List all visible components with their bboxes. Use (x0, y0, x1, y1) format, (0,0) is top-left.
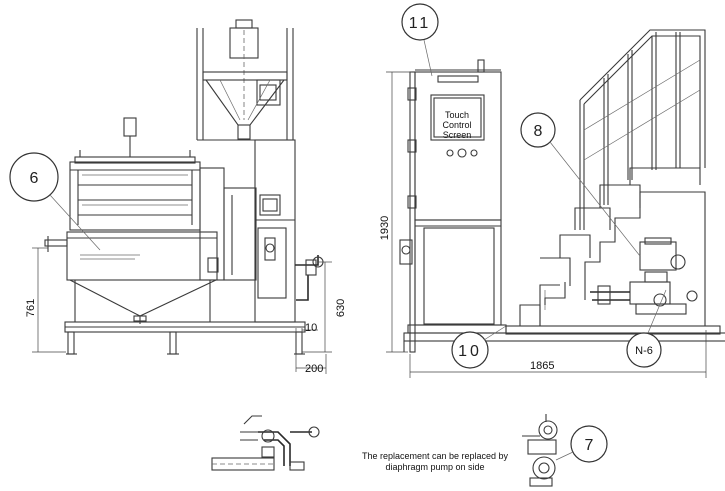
callout-6: 6 (9, 152, 101, 251)
svg-text:11: 11 (409, 15, 432, 32)
svg-text:7: 7 (585, 437, 594, 454)
screen-line-3: Screen (443, 130, 472, 140)
stair-platform (505, 29, 721, 335)
svg-text:200: 200 (305, 363, 323, 375)
pipe-detail-left (211, 415, 320, 471)
svg-text:1865: 1865 (530, 360, 554, 372)
dimension-10: 10 (295, 322, 318, 372)
dimension-200: 200 (296, 354, 327, 375)
svg-text:10: 10 (305, 322, 317, 334)
svg-text:761: 761 (25, 299, 37, 317)
svg-text:1930: 1930 (379, 216, 391, 240)
dimension-630: 630 (302, 261, 347, 353)
dimension-761: 761 (25, 247, 66, 353)
callout-8: 8 (520, 112, 641, 257)
dimension-1930: 1930 (379, 71, 412, 353)
svg-text:630: 630 (335, 299, 347, 317)
svg-text:6: 6 (30, 170, 39, 187)
note-line-1: The replacement can be replaced by (361, 451, 509, 461)
dimension-1865: 1865 (409, 330, 707, 378)
svg-text:N-6: N-6 (635, 345, 653, 357)
svg-text:10: 10 (458, 343, 482, 360)
replacement-note: The replacement can be replaced by diaph… (330, 451, 540, 473)
screen-line-2: Control (442, 120, 471, 130)
callout-7: 7 (555, 425, 608, 463)
callout-10: 10 (451, 325, 507, 369)
screen-line-1: Touch (445, 110, 469, 120)
svg-text:8: 8 (534, 123, 543, 140)
callout-n6: N-6 (626, 289, 667, 368)
front-elevation (44, 19, 324, 355)
callout-11: 11 (401, 3, 439, 77)
pump-detail-right (522, 414, 558, 487)
note-line-2: diaphragm pump on side (385, 462, 485, 472)
